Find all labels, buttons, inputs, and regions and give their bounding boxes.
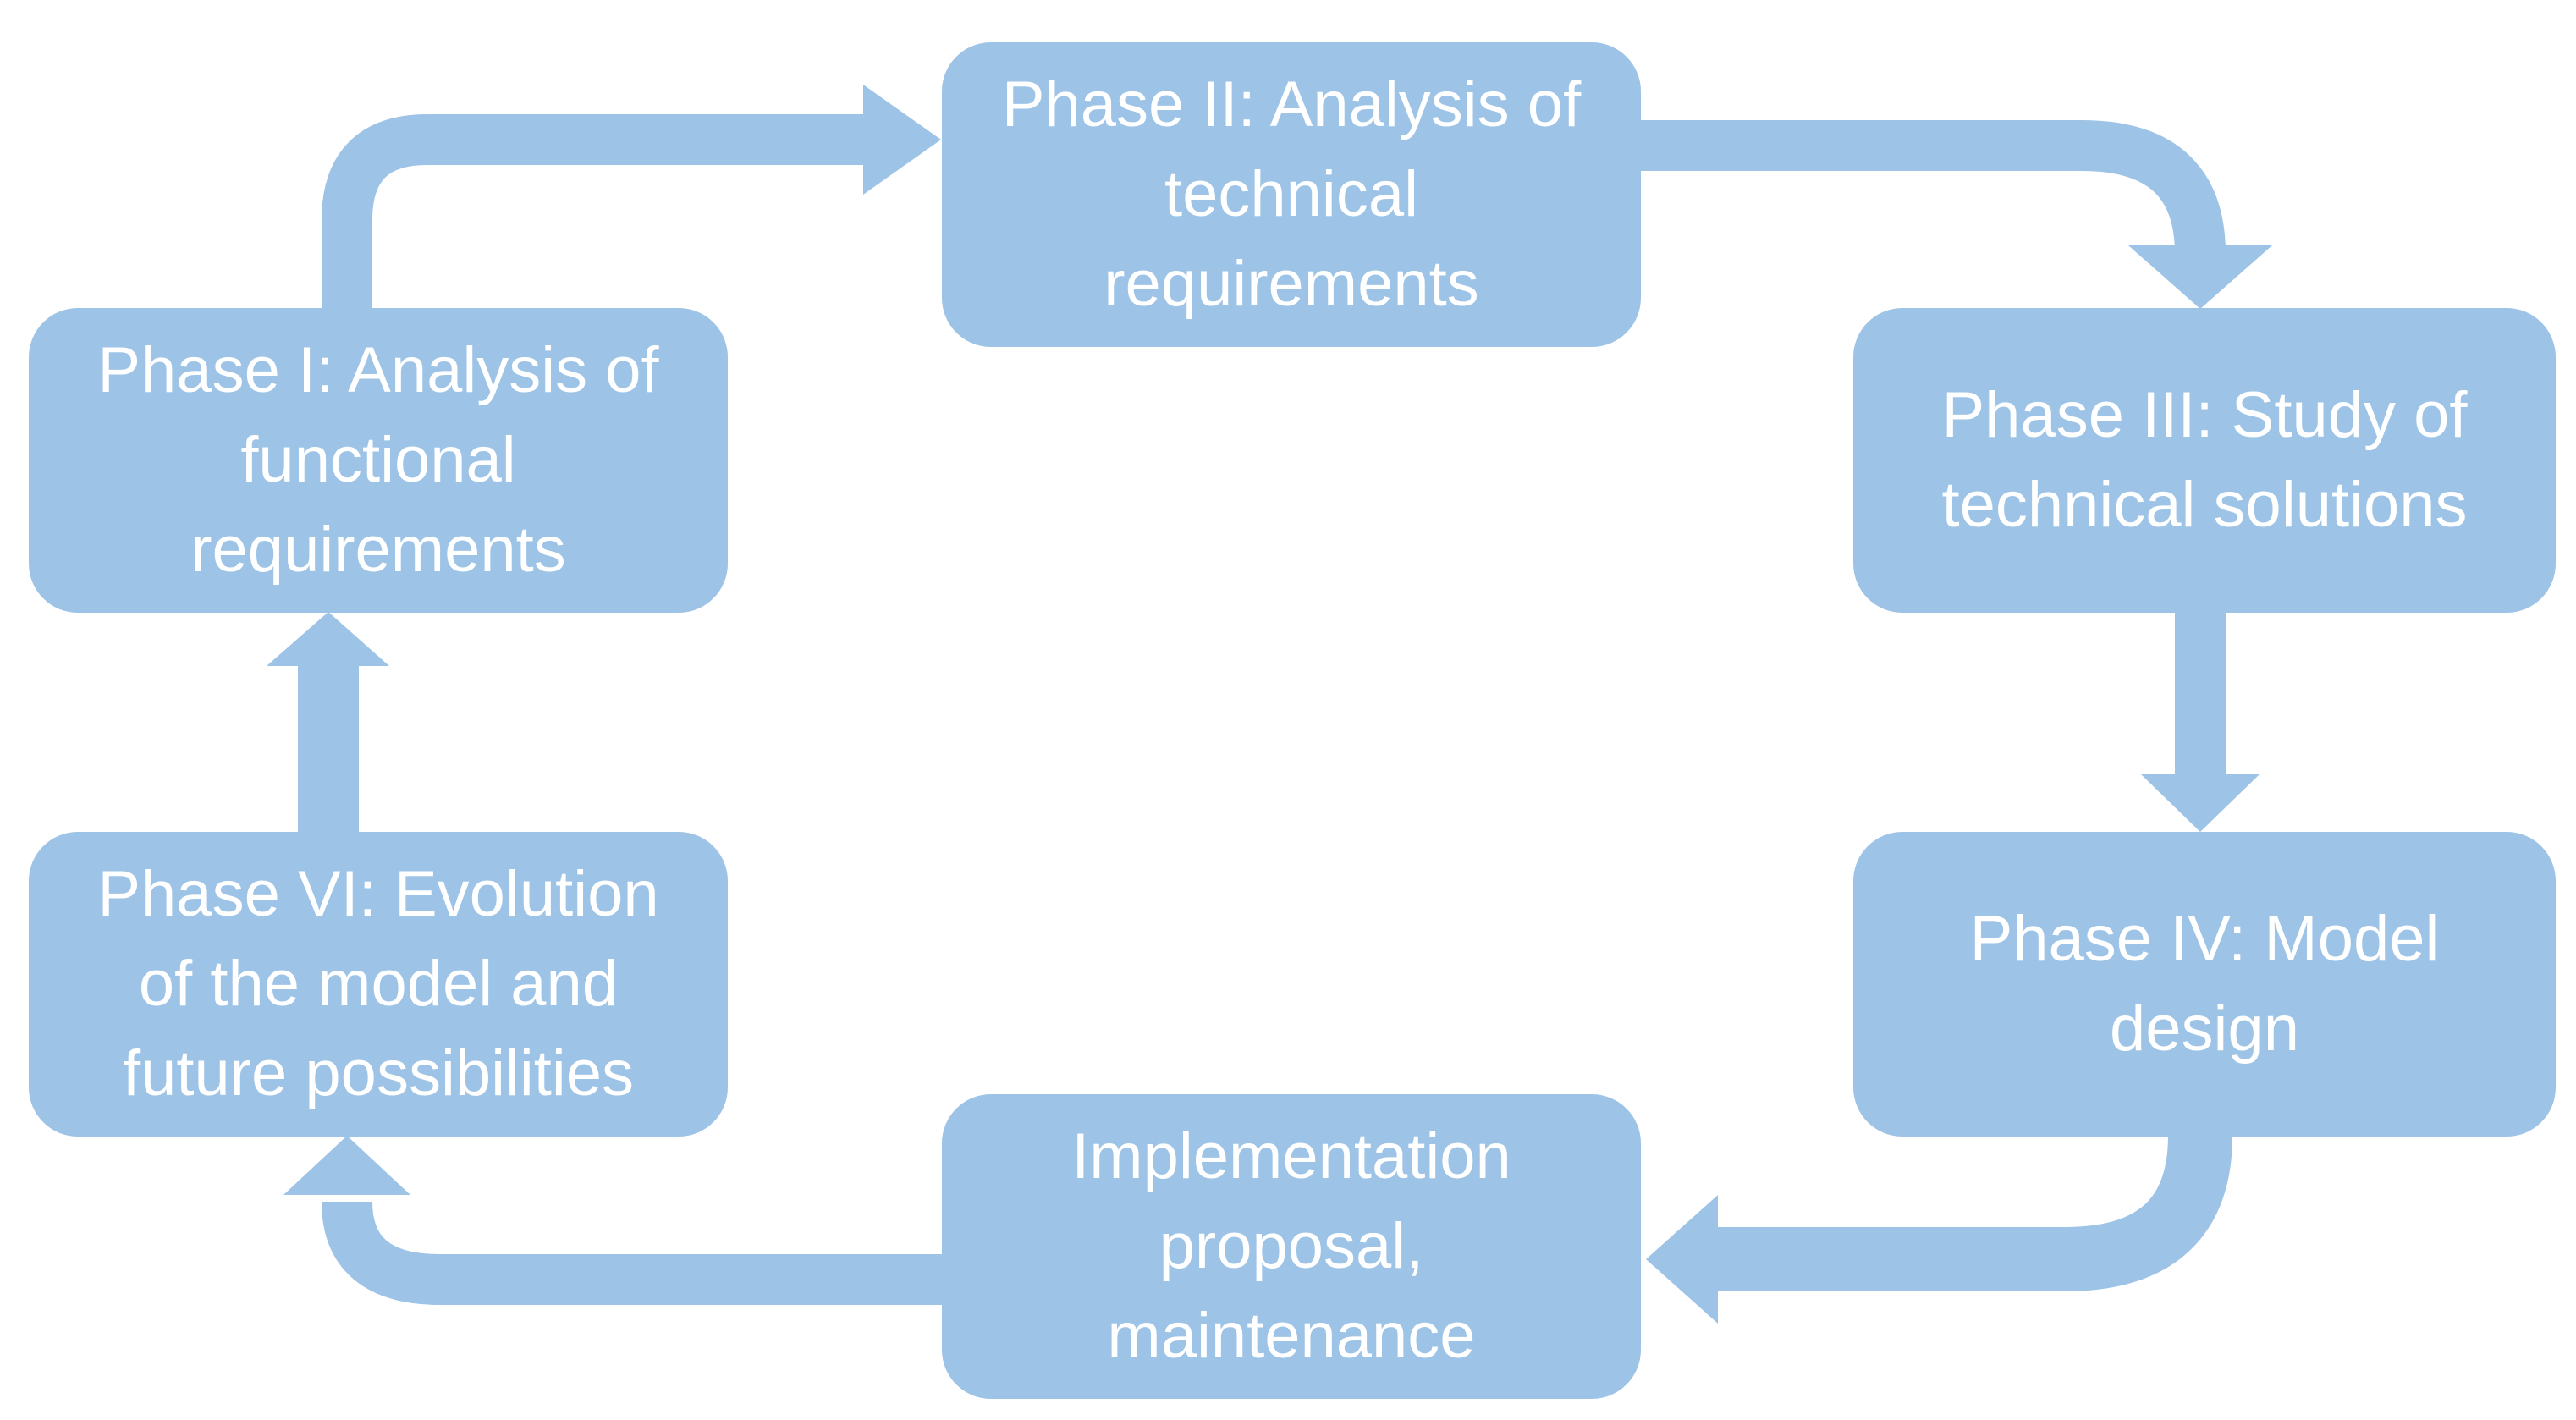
- phase-4-box: Phase IV: Model design: [1853, 832, 2556, 1137]
- arrow-phase-2-to-phase-3: [1640, 120, 2226, 255]
- phase-3-label: Phase III: Study of technical solutions: [1941, 379, 2468, 541]
- implementation-label: Implementation proposal, maintenance: [1071, 1120, 1511, 1372]
- phase-2-label: Phase II: Analysis of technical requirem…: [1001, 69, 1582, 320]
- phase-1-label: Phase I: Analysis of functional requirem…: [97, 334, 659, 586]
- arrow-head-phase-2-to-phase-3: [2128, 245, 2272, 309]
- arrow-head-phase-5-to-phase-6: [283, 1136, 410, 1195]
- phase-6-box: Phase VI: Evolution of the model and fut…: [29, 832, 728, 1137]
- implementation-box: Implementation proposal, maintenance: [942, 1094, 1641, 1399]
- arrow-head-phase-6-to-phase-1: [267, 612, 389, 666]
- phase-1-box: Phase I: Analysis of functional requirem…: [29, 308, 728, 613]
- phase-3-box: Phase III: Study of technical solutions: [1853, 308, 2556, 613]
- phase-6-label: Phase VI: Evolution of the model and fut…: [97, 858, 659, 1109]
- phase-2-box: Phase II: Analysis of technical requirem…: [942, 42, 1641, 347]
- arrow-phase-5-to-phase-6: [322, 1200, 943, 1305]
- arrow-head-phase-3-to-phase-4: [2141, 774, 2260, 832]
- arrow-phase-1-to-phase-2: [322, 114, 880, 309]
- arrow-head-phase-1-to-phase-2: [863, 85, 941, 195]
- phase-4-label: Phase IV: Model design: [1969, 903, 2440, 1065]
- arrow-head-phase-4-to-phase-5: [1646, 1195, 1718, 1324]
- arrow-phase-4-to-phase-5: [1709, 1135, 2232, 1291]
